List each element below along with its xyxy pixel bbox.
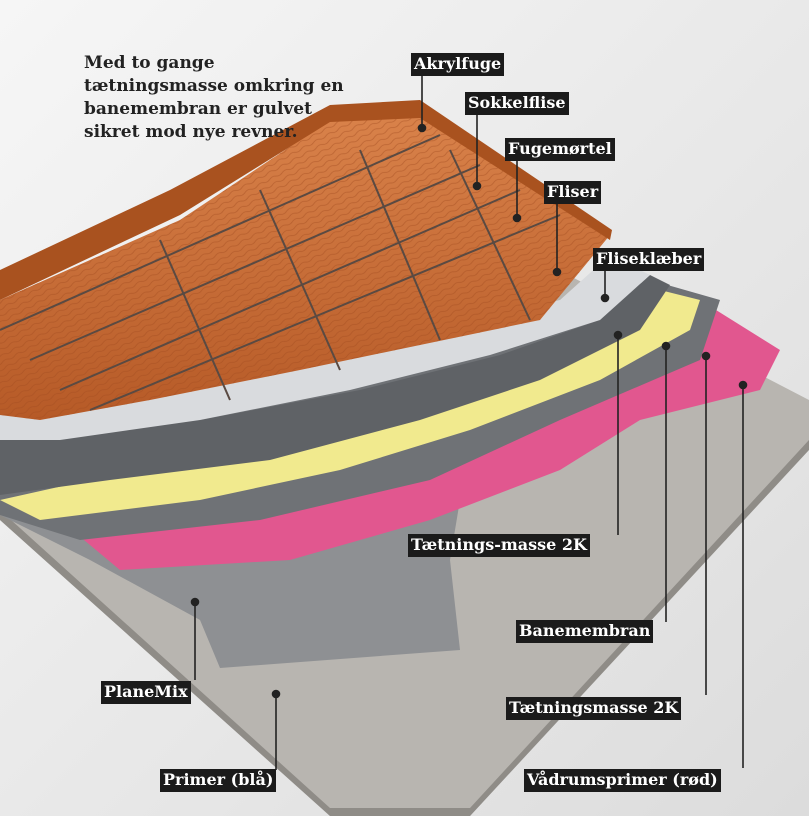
intro-line-1: Med to gange <box>84 53 215 73</box>
label-akrylfuge: Akrylfuge <box>411 53 505 76</box>
label-vadrumsprimer: Vådrumsprimer (rød) <box>524 769 721 792</box>
intro-line-3: banemembran er gulvet <box>84 99 312 119</box>
label-taetningsmasse-bottom: Tætningsmasse 2K <box>506 697 682 720</box>
taetningsmasse-top-layer <box>0 275 670 495</box>
grout-lines <box>0 134 561 411</box>
intro-line-4: sikret mod nye revner. <box>84 122 298 142</box>
label-taetningsmasse-top: Tætnings-masse 2K <box>408 534 590 557</box>
label-primer: Primer (blå) <box>160 769 277 792</box>
label-sokkelflise: Sokkelflise <box>465 92 569 115</box>
label-flisekleber: Fliseklæber <box>593 248 705 271</box>
label-fugemortel: Fugemørtel <box>505 138 615 161</box>
tile-grain <box>0 115 610 420</box>
intro-line-2: tætningsmasse omkring en <box>84 76 344 96</box>
label-banemembran: Banemembran <box>516 620 654 643</box>
label-planemix: PlaneMix <box>101 681 191 704</box>
intro-text: Med to gange tætningsmasse omkring en ba… <box>84 52 394 144</box>
leader-lines <box>190 72 748 770</box>
label-fliser: Fliser <box>544 181 602 204</box>
